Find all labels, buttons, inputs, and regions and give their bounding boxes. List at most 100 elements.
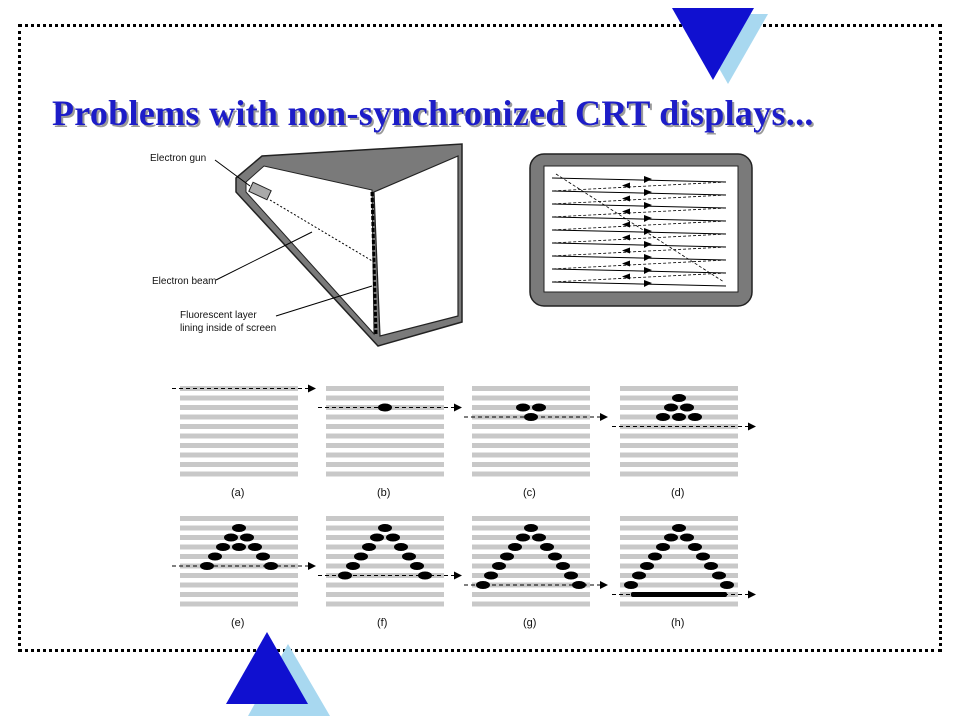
panel-scan-line	[472, 592, 590, 597]
scan-line	[551, 190, 727, 196]
label-electron-beam: Electron beam	[152, 276, 216, 287]
lit-pixel	[394, 543, 408, 551]
lit-pixel	[556, 562, 570, 570]
scan-panel: (c)	[464, 386, 608, 499]
panel-scan-line	[326, 554, 444, 559]
panel-caption: (g)	[523, 617, 536, 629]
lit-pixel	[402, 552, 416, 561]
panel-scan-line	[620, 601, 738, 607]
retrace-arrow	[622, 182, 630, 189]
panel-scan-line	[620, 443, 738, 448]
lit-pixel	[378, 524, 392, 532]
lit-pixel	[232, 543, 246, 551]
lit-pixel	[476, 581, 490, 589]
scan-arrow	[644, 189, 652, 196]
scan-panel: (d)	[612, 386, 756, 499]
lit-pixel	[672, 394, 686, 402]
scan-arrow	[644, 176, 652, 183]
panel-scan-line	[472, 554, 590, 559]
lit-pixel	[680, 403, 694, 412]
lit-pixel	[688, 413, 702, 421]
lit-pixel	[720, 581, 734, 589]
panel-scan-line	[326, 414, 444, 420]
panel-scan-line	[326, 433, 444, 439]
scan-arrow	[644, 267, 652, 274]
crt-inner-cavity	[245, 165, 375, 336]
panel-scan-line	[472, 386, 590, 391]
beam-arrow	[748, 422, 756, 431]
panel-scan-line	[620, 462, 738, 467]
electron-beam-path	[269, 199, 375, 263]
lit-pixel	[216, 543, 230, 551]
scan-line	[551, 177, 727, 183]
panel-scan-line	[180, 516, 298, 521]
lit-pixel	[704, 562, 718, 570]
scan-arrow	[644, 228, 652, 235]
lit-pixel	[208, 552, 222, 561]
scan-line	[551, 216, 727, 222]
panel-scan-line	[472, 405, 590, 410]
lit-pixel	[548, 552, 562, 561]
lit-pixel	[524, 524, 538, 532]
lit-pixel	[696, 552, 710, 561]
scan-panel: (e)	[172, 516, 316, 629]
scan-panel: (g)	[464, 516, 608, 629]
scan-panel: (b)	[318, 386, 462, 499]
triangle-top-dark	[672, 8, 754, 80]
lit-pixel	[492, 562, 506, 570]
scan-panel: (a)	[172, 384, 316, 499]
panel-scan-line	[326, 462, 444, 467]
panel-scan-line	[472, 563, 590, 569]
panel-scan-line	[180, 433, 298, 439]
retrace-arrow	[622, 208, 630, 215]
panel-scan-line	[326, 516, 444, 521]
panel-scan-line	[620, 573, 738, 578]
panel-scan-line	[326, 535, 444, 540]
panel-scan-line	[180, 601, 298, 607]
lit-pixel	[624, 581, 638, 589]
panel-scan-line	[472, 471, 590, 477]
panel-scan-line	[326, 544, 444, 550]
scan-panel: (h)	[612, 516, 756, 629]
lit-pixel	[232, 524, 246, 532]
lit-pixel	[656, 413, 670, 421]
retrace-line	[551, 233, 727, 244]
lit-pixel	[688, 543, 702, 551]
panel-caption: (b)	[377, 487, 390, 499]
retrace-arrow	[622, 234, 630, 241]
panel-caption: (f)	[377, 617, 387, 629]
panel-scan-line	[472, 433, 590, 439]
raster-scan-screen	[529, 153, 753, 307]
panel-scan-line	[180, 535, 298, 540]
panel-scan-line	[472, 462, 590, 467]
label-fluorescent-1: Fluorescent layer	[180, 310, 257, 321]
slide-frame	[18, 24, 942, 652]
panel-scan-line	[326, 592, 444, 597]
panel-scan-line	[326, 452, 444, 458]
label-fluorescent-2: lining inside of screen	[180, 323, 276, 334]
scan-arrow	[644, 202, 652, 209]
panel-caption: (a)	[231, 487, 244, 499]
panel-scan-line	[620, 433, 738, 439]
retrace-line	[551, 259, 727, 270]
lit-pixel	[712, 571, 726, 580]
panel-caption: (e)	[231, 617, 244, 629]
scan-line	[551, 255, 727, 261]
panel-scan-line	[620, 563, 738, 569]
scan-line	[551, 203, 727, 209]
retrace-line	[551, 207, 727, 218]
scan-arrow	[644, 254, 652, 261]
panel-scan-line	[180, 462, 298, 467]
lit-pixel	[640, 562, 654, 570]
lit-pixel	[508, 543, 522, 551]
panel-scan-line	[472, 573, 590, 578]
scan-panels: (a) (b) (c)(d) (e) (f) (g) (h)	[172, 384, 756, 629]
pointer-electron-gun	[214, 159, 251, 187]
scan-line	[551, 281, 727, 287]
panel-scan-line	[472, 452, 590, 458]
panel-scan-line	[180, 424, 298, 429]
panel-scan-line	[180, 452, 298, 458]
lit-pixel	[532, 403, 546, 412]
retrace-line	[551, 220, 727, 231]
